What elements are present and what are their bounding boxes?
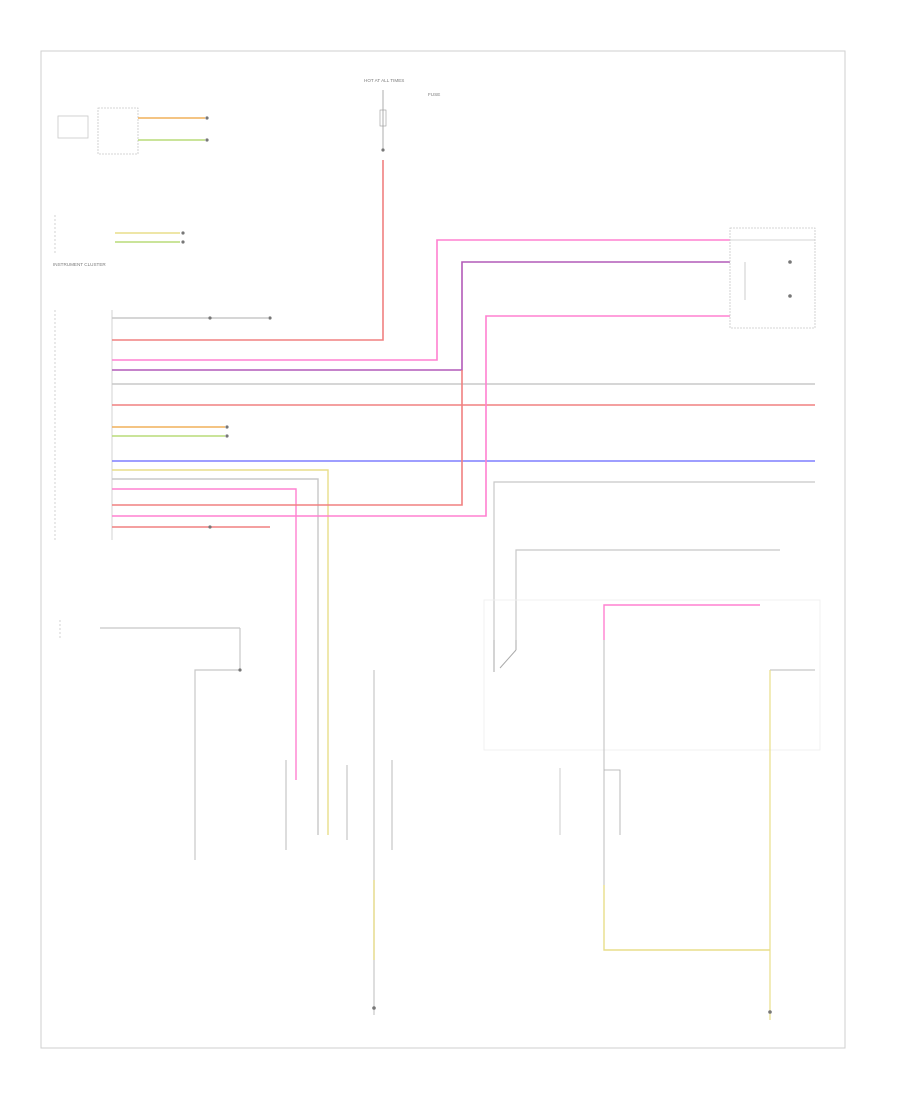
- fuse-supply: HOT AT ALL TIMES FUSE: [364, 78, 440, 152]
- center-bottom: [285, 670, 393, 1015]
- central-module: [54, 310, 113, 540]
- trunk-switch: [57, 107, 209, 155]
- reversing-switch: [483, 481, 821, 1020]
- fuel-sensor: [59, 620, 242, 860]
- module-wires: [112, 160, 815, 835]
- fuse-box-label: FUSE: [428, 92, 440, 97]
- fuse-supply-label: HOT AT ALL TIMES: [364, 78, 404, 83]
- instrument-cluster-label: INSTRUMENT CLUSTER: [53, 262, 106, 267]
- diagram-border: [40, 50, 846, 1049]
- lh-mirror-switch: [729, 227, 816, 329]
- instrument-cluster: INSTRUMENT CLUSTER: [53, 215, 185, 267]
